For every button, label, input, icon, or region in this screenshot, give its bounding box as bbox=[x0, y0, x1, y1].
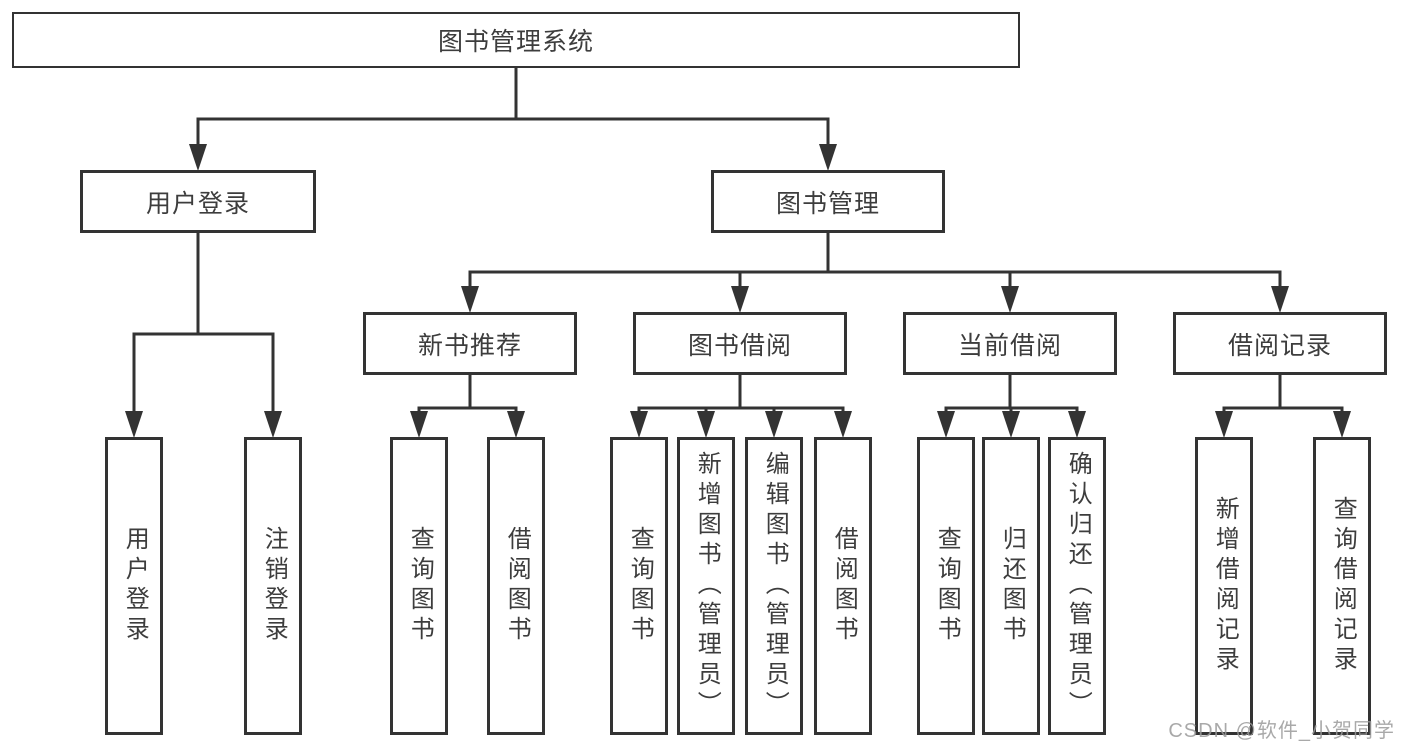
leaf-confirm-return-admin-label: 确认归还（管理员） bbox=[1064, 451, 1092, 721]
leaf-logout-login: 注销登录 bbox=[244, 437, 302, 735]
leaf-query-books-borrowing: 查询图书 bbox=[610, 437, 668, 735]
leaf-query-books-current-label: 查询图书 bbox=[933, 526, 961, 646]
leaf-add-borrow-record-label: 新增借阅记录 bbox=[1211, 496, 1239, 676]
leaf-query-books-borrowing-label: 查询图书 bbox=[626, 526, 654, 646]
leaf-query-borrow-record: 查询借阅记录 bbox=[1313, 437, 1371, 735]
node-book-borrowing: 图书借阅 bbox=[633, 312, 847, 375]
leaf-borrow-books-recommend-label: 借阅图书 bbox=[503, 526, 531, 646]
leaf-query-borrow-record-label: 查询借阅记录 bbox=[1329, 496, 1357, 676]
node-current-borrowing: 当前借阅 bbox=[903, 312, 1117, 375]
node-user-login: 用户登录 bbox=[80, 170, 316, 233]
leaf-borrow-books-borrowing: 借阅图书 bbox=[814, 437, 872, 735]
leaf-edit-books-admin: 编辑图书（管理员） bbox=[745, 437, 803, 735]
node-library-management-system: 图书管理系统 bbox=[12, 12, 1020, 68]
leaf-return-books-label: 归还图书 bbox=[998, 526, 1026, 646]
leaf-user-login: 用户登录 bbox=[105, 437, 163, 735]
leaf-query-books-recommend-label: 查询图书 bbox=[406, 526, 434, 646]
node-book-management: 图书管理 bbox=[711, 170, 945, 233]
leaf-return-books: 归还图书 bbox=[982, 437, 1040, 735]
leaf-add-books-admin: 新增图书（管理员） bbox=[677, 437, 735, 735]
leaf-logout-login-label: 注销登录 bbox=[260, 526, 288, 646]
watermark-text: CSDN @软件_小贺同学 bbox=[1168, 720, 1395, 742]
leaf-borrow-books-borrowing-label: 借阅图书 bbox=[830, 526, 858, 646]
leaf-borrow-books-recommend: 借阅图书 bbox=[487, 437, 545, 735]
leaf-query-books-current: 查询图书 bbox=[917, 437, 975, 735]
leaf-add-books-admin-label: 新增图书（管理员） bbox=[693, 451, 721, 721]
node-borrowing-records: 借阅记录 bbox=[1173, 312, 1387, 375]
leaf-confirm-return-admin: 确认归还（管理员） bbox=[1048, 437, 1106, 735]
leaf-user-login-label: 用户登录 bbox=[121, 526, 149, 646]
leaf-add-borrow-record: 新增借阅记录 bbox=[1195, 437, 1253, 735]
node-new-book-recommendation: 新书推荐 bbox=[363, 312, 577, 375]
leaf-edit-books-admin-label: 编辑图书（管理员） bbox=[761, 451, 789, 721]
leaf-query-books-recommend: 查询图书 bbox=[390, 437, 448, 735]
